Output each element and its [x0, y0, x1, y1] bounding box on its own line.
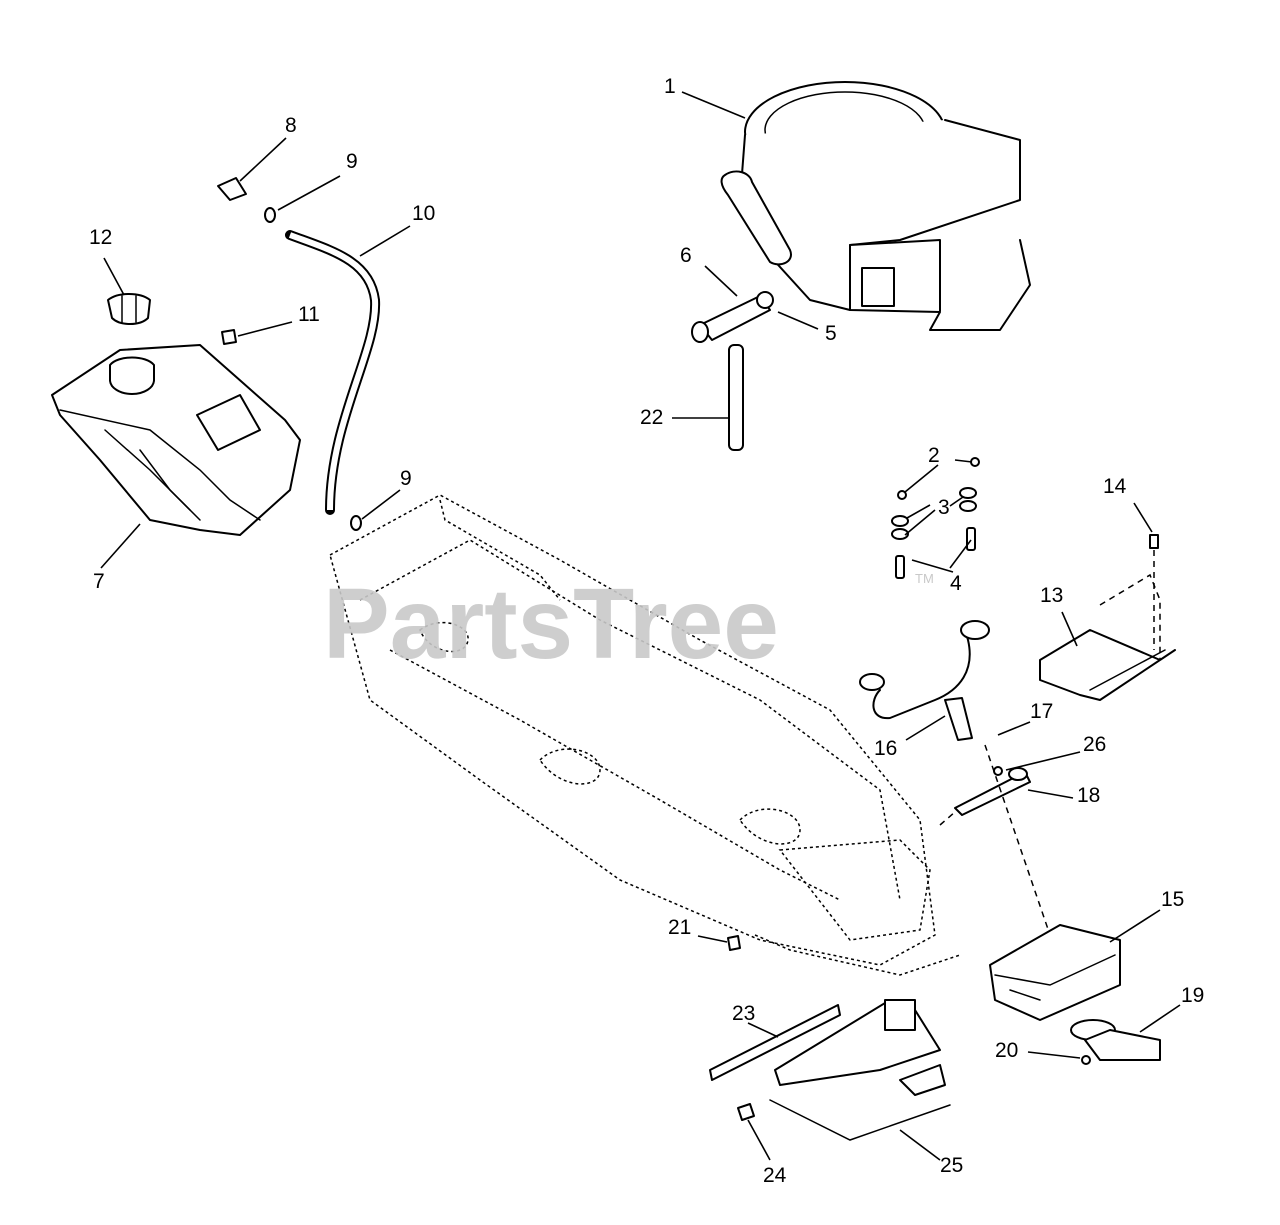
leader-lines [100, 91, 1181, 1161]
hose-clamp-lower [350, 515, 362, 531]
mounting-hardware-part [891, 457, 980, 579]
heat-shield-part [1039, 534, 1176, 701]
callout-7: 7 [93, 570, 105, 593]
callout-26: 26 [1083, 733, 1106, 756]
fuel-line-part [285, 230, 381, 515]
chassis-frame [329, 494, 961, 976]
callout-19: 19 [1181, 984, 1204, 1007]
callout-11: 11 [298, 303, 320, 326]
exhaust-bracket-part [939, 744, 1051, 936]
muffler-part [989, 924, 1161, 1065]
callout-9-upper: 9 [346, 150, 358, 173]
callout-22: 22 [640, 406, 663, 429]
watermark: PartsTree TM [323, 568, 934, 680]
callout-13: 13 [1040, 584, 1063, 607]
callout-21: 21 [668, 916, 691, 939]
callout-17: 17 [1030, 700, 1053, 723]
exhaust-pipe-part [859, 620, 990, 741]
vent-part [221, 329, 237, 345]
callout-24: 24 [763, 1164, 787, 1187]
mower-shield-part [709, 999, 951, 1141]
callout-3: 3 [938, 496, 950, 519]
engine-part [720, 81, 1031, 331]
callout-labels: 1 2 3 4 5 6 7 8 9 9 10 11 12 13 14 15 16… [89, 75, 1204, 1187]
fuel-fitting-part [691, 291, 774, 451]
callout-16: 16 [874, 737, 897, 760]
screw-part [727, 935, 741, 951]
watermark-trademark: TM [915, 571, 934, 586]
hose-clamp-upper [264, 207, 276, 223]
callout-2: 2 [928, 444, 940, 467]
callout-8: 8 [285, 114, 297, 137]
callout-9-lower: 9 [400, 467, 412, 490]
callout-15: 15 [1161, 888, 1184, 911]
clamp-part [217, 177, 247, 201]
callout-12: 12 [89, 226, 112, 249]
fuel-tank-part [51, 344, 301, 536]
callout-4: 4 [950, 572, 962, 595]
callout-23: 23 [732, 1002, 755, 1025]
callout-20: 20 [995, 1039, 1018, 1062]
callout-1: 1 [664, 75, 676, 98]
callout-10: 10 [412, 202, 435, 225]
callout-25: 25 [940, 1154, 963, 1177]
callout-5: 5 [825, 322, 837, 345]
fuel-cap-part [107, 293, 151, 325]
callout-14: 14 [1103, 475, 1127, 498]
callout-18: 18 [1077, 784, 1100, 807]
watermark-text: PartsTree [323, 568, 779, 680]
callout-6: 6 [680, 244, 692, 267]
